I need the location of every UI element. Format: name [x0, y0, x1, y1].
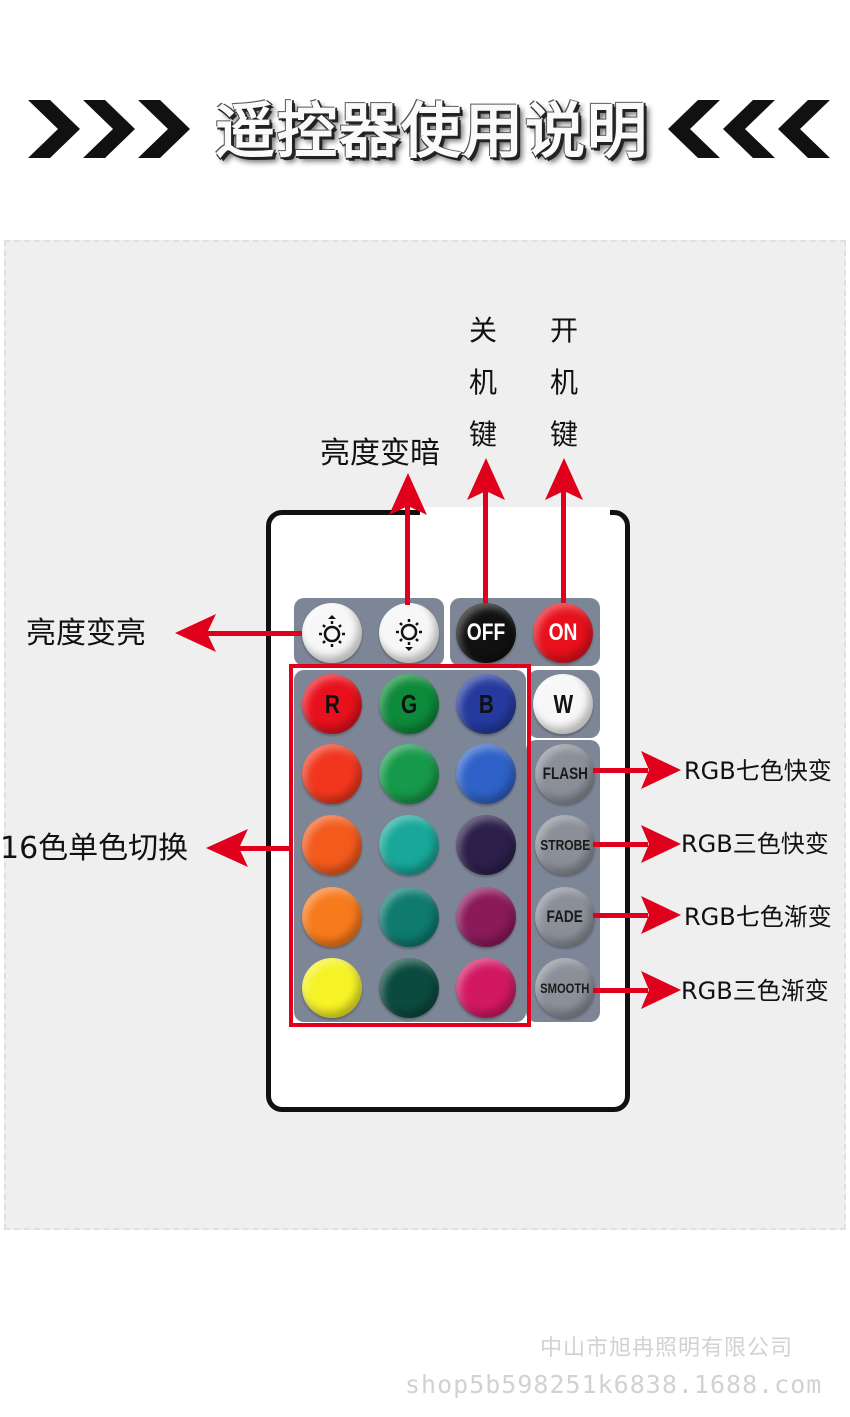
- color-button[interactable]: [456, 958, 516, 1018]
- arrow-head: [389, 473, 427, 515]
- arrow-shaft: [593, 768, 648, 773]
- w-label: W: [553, 688, 573, 719]
- off-key-char: 机: [468, 366, 497, 399]
- arrow-shaft: [205, 631, 302, 636]
- watermark-company: 中山市旭冉照明有限公司: [540, 1336, 794, 1361]
- color-button[interactable]: [379, 958, 439, 1018]
- arrow-shaft: [593, 988, 648, 993]
- color-button[interactable]: [379, 887, 439, 947]
- arrow-head: [641, 751, 681, 789]
- on-key-label: 开 机 键: [547, 305, 581, 461]
- color-button[interactable]: [456, 887, 516, 947]
- on-button[interactable]: ON: [533, 603, 593, 663]
- white-button[interactable]: W: [533, 674, 593, 734]
- off-button[interactable]: OFF: [456, 603, 516, 663]
- sun-up-icon: [319, 615, 345, 647]
- arrow-head: [545, 458, 583, 500]
- off-key-char: 键: [468, 418, 497, 451]
- green-button[interactable]: G: [379, 674, 439, 734]
- color-button[interactable]: [302, 958, 362, 1018]
- flash-button[interactable]: FLASH: [535, 744, 595, 804]
- r-label: R: [324, 688, 340, 719]
- watermark-url: shop5b598251k6838.1688.com: [405, 1370, 823, 1399]
- arrow-head: [206, 829, 248, 867]
- b-label: B: [478, 688, 494, 719]
- chevrons-right-icon: [28, 100, 190, 158]
- brightness-down-label: 亮度变暗: [320, 436, 440, 471]
- smooth-mode-label: RGB三色渐变: [681, 977, 829, 1005]
- remote-notch: [420, 507, 610, 517]
- color-button[interactable]: [302, 815, 362, 875]
- on-key-char: 机: [549, 366, 578, 399]
- flash-mode-label: RGB七色快变: [684, 757, 832, 785]
- on-key-char: 开: [549, 314, 578, 347]
- brightness-up-button[interactable]: [302, 603, 362, 663]
- arrow-shaft: [483, 490, 488, 603]
- color-button[interactable]: [302, 744, 362, 804]
- fade-button[interactable]: FADE: [535, 887, 595, 947]
- blue-button[interactable]: B: [456, 674, 516, 734]
- smooth-button[interactable]: SMOOTH: [535, 958, 595, 1018]
- color-switch-label: 16色单色切换: [0, 831, 189, 866]
- flash-label: FLASH: [542, 764, 588, 783]
- color-button[interactable]: [379, 815, 439, 875]
- brightness-up-label: 亮度变亮: [26, 616, 146, 651]
- g-label: G: [400, 688, 418, 719]
- arrow-shaft: [593, 842, 648, 847]
- color-button[interactable]: [302, 887, 362, 947]
- on-key-char: 键: [549, 418, 578, 451]
- strobe-button[interactable]: STROBE: [535, 815, 595, 875]
- arrow-shaft: [238, 846, 290, 851]
- page-title: 遥控器使用说明: [215, 97, 649, 167]
- arrow-shaft: [593, 913, 648, 918]
- fade-mode-label: RGB七色渐变: [684, 903, 832, 931]
- fade-label: FADE: [546, 907, 584, 926]
- off-button-label: OFF: [466, 619, 506, 646]
- arrow-head: [467, 458, 505, 500]
- off-key-char: 关: [468, 314, 497, 347]
- color-button[interactable]: [456, 815, 516, 875]
- arrow-head: [641, 971, 681, 1009]
- arrow-shaft: [405, 505, 410, 605]
- sun-down-icon: [396, 619, 422, 651]
- chevrons-left-icon: [668, 100, 830, 158]
- red-button[interactable]: R: [302, 674, 362, 734]
- color-grid-highlight: [289, 664, 531, 1027]
- strobe-label: STROBE: [540, 836, 591, 854]
- color-button[interactable]: [379, 744, 439, 804]
- arrow-head: [641, 896, 681, 934]
- strobe-mode-label: RGB三色快变: [681, 830, 829, 858]
- on-button-label: ON: [548, 619, 578, 646]
- brightness-down-button[interactable]: [379, 603, 439, 663]
- off-key-label: 关 机 键: [466, 305, 500, 461]
- smooth-label: SMOOTH: [540, 980, 590, 996]
- arrow-shaft: [561, 490, 566, 603]
- color-button[interactable]: [456, 744, 516, 804]
- arrow-head: [641, 825, 681, 863]
- arrow-head: [175, 614, 216, 652]
